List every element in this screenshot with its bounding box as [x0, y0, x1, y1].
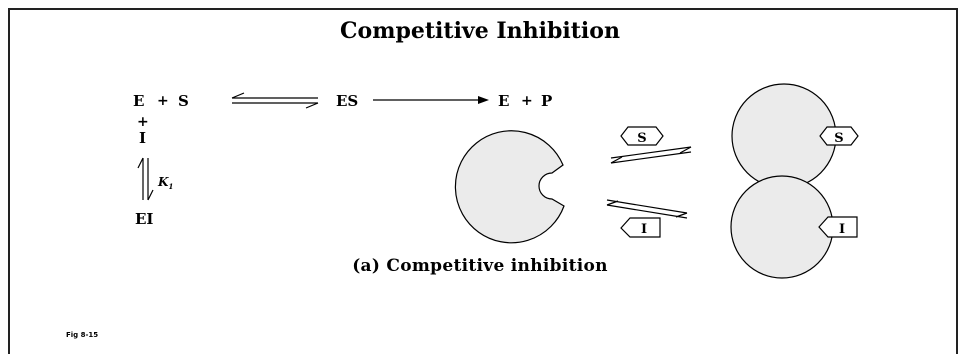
- plus-sign-product: +: [521, 93, 533, 109]
- inhibitor-I-label: I: [139, 129, 146, 147]
- enzyme-substrate-complex: S: [731, 83, 859, 189]
- complex-ES-label: ES: [336, 92, 358, 110]
- product-P-label: P: [541, 92, 552, 110]
- enzyme-inhibitor-complex: I: [730, 175, 858, 279]
- k1-constant-label: K1: [157, 175, 173, 191]
- enzyme-E-product-label: E: [498, 92, 509, 110]
- enzyme-E-label: E: [133, 92, 144, 110]
- free-enzyme-shape: [454, 130, 565, 244]
- svg-text:S: S: [637, 131, 646, 146]
- equilibrium-arrow: [231, 92, 319, 109]
- plus-sign-vertical: +: [137, 114, 149, 130]
- substrate-S-label: S: [178, 92, 189, 110]
- enzyme-inhibitor-EI-label: EI: [135, 210, 153, 228]
- figure-number-label: Fig 8-15: [66, 331, 99, 339]
- substrate-tag: S: [620, 126, 664, 146]
- substrate-binding-arrows: [610, 146, 692, 164]
- inhibitor-binding-arrows: [606, 199, 688, 219]
- slide-title: Competitive Inhibition: [340, 18, 620, 44]
- svg-text:I: I: [641, 222, 647, 237]
- inhibitor-equilibrium-arrow: [137, 157, 154, 201]
- forward-arrow: [373, 96, 489, 104]
- svg-text:I: I: [839, 222, 845, 237]
- plus-sign: +: [157, 93, 169, 109]
- inhibitor-tag: I: [620, 217, 661, 238]
- svg-text:S: S: [834, 131, 843, 146]
- figure-caption: (a) Competitive inhibition: [352, 256, 608, 276]
